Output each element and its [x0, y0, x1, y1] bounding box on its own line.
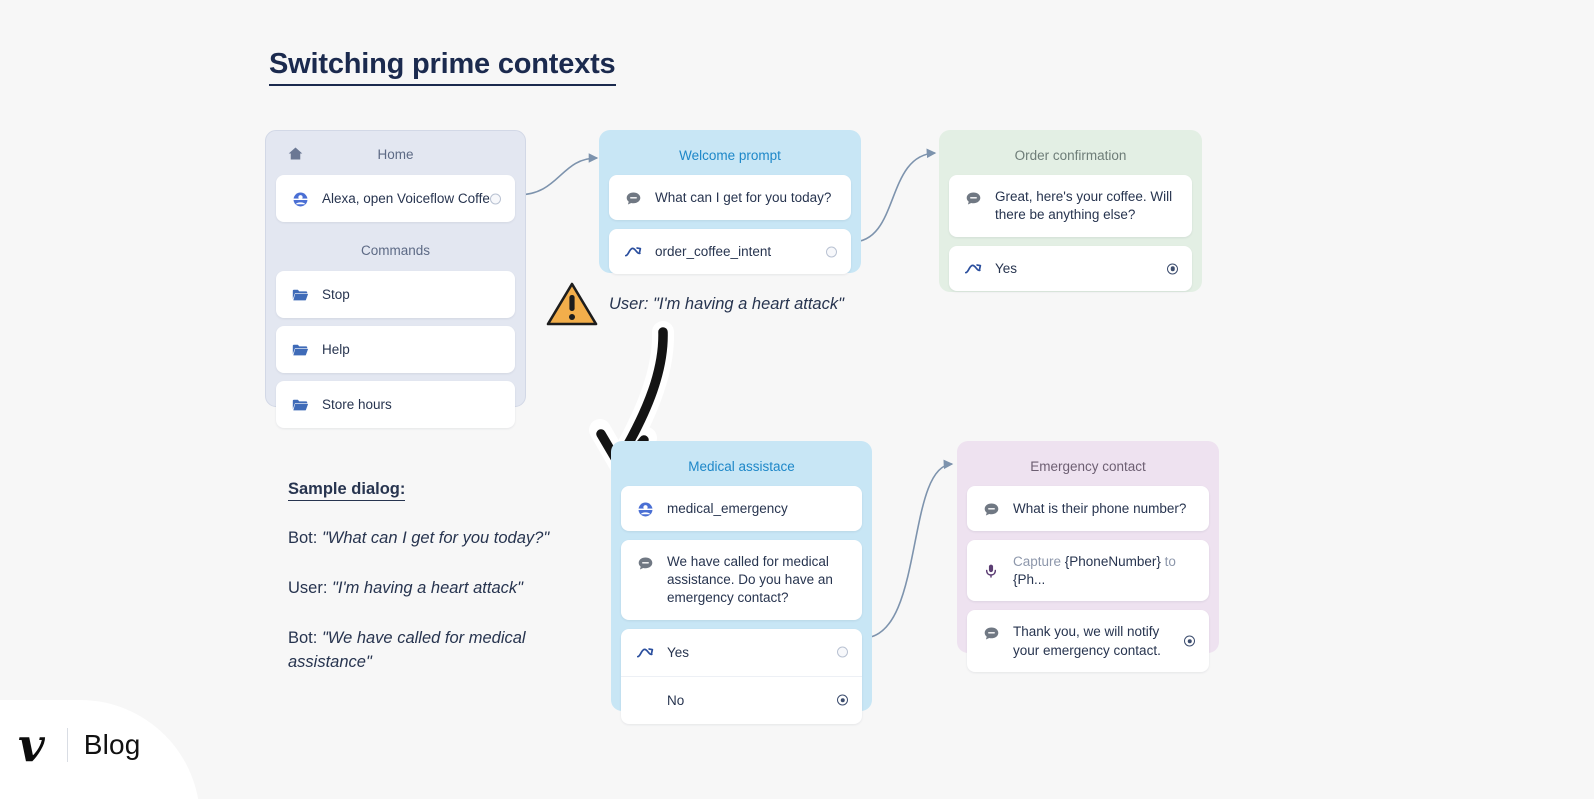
- dialog-quote: "I'm having a heart attack": [332, 578, 523, 597]
- capture-mid: to: [1160, 554, 1176, 569]
- choice-row-no[interactable]: No: [621, 675, 862, 724]
- wire-home-to-welcome: [516, 153, 599, 196]
- prime-context-label: Alexa, open Voiceflow Coffee: [322, 190, 498, 206]
- capture-prefix: Capture: [1013, 554, 1065, 569]
- speech-bubble-icon: [623, 188, 643, 208]
- speech-bubble-icon: [963, 188, 983, 208]
- intent-row[interactable]: order_coffee_intent: [609, 229, 851, 274]
- choice-row-yes[interactable]: Yes: [621, 629, 862, 676]
- port-filled[interactable]: [1184, 635, 1195, 647]
- welcome-prompt-title: Welcome prompt: [679, 148, 781, 163]
- capture-label: Capture {PhoneNumber} to {Ph...: [1013, 552, 1195, 589]
- intent-trigger-label: medical_emergency: [667, 500, 788, 516]
- dialog-speaker: User:: [288, 578, 333, 597]
- page-title: Switching prime contexts: [269, 48, 616, 86]
- speak-label: What is their phone number?: [1013, 500, 1187, 516]
- dialog-line: User: "I'm having a heart attack": [288, 577, 550, 601]
- command-label: Store hours: [322, 396, 392, 412]
- home-card[interactable]: Home Alexa, open Voiceflow Coffee Comman…: [265, 130, 526, 428]
- dialog-line: Bot: "What can I get for you today?": [288, 527, 550, 551]
- logo-divider: [66, 728, 68, 762]
- choice-label: Yes: [667, 644, 690, 660]
- speak-label: Thank you, we will notify your emergency…: [1013, 624, 1161, 658]
- dialog-quote: "We have called for medical assistance": [288, 628, 526, 671]
- emergency-contact-title: Emergency contact: [1030, 459, 1146, 474]
- user-intent-icon: [635, 499, 655, 519]
- commands-section-label: Commands: [360, 243, 431, 258]
- warning-triangle-icon: [546, 282, 598, 326]
- choice-group: Yes No: [621, 628, 862, 724]
- command-row-help[interactable]: Help: [276, 326, 515, 373]
- speak-label: Great, here's your coffee. Will there be…: [995, 189, 1173, 223]
- dialog-speaker: Bot:: [288, 529, 322, 547]
- command-label: Stop: [322, 286, 350, 302]
- speak-row[interactable]: What can I get for you today?: [609, 175, 851, 220]
- speech-bubble-icon: [981, 623, 1001, 643]
- command-row-stop[interactable]: Stop: [276, 271, 515, 318]
- spacer-icon: [635, 691, 655, 711]
- order-confirmation-title: Order confirmation: [1014, 148, 1127, 163]
- welcome-prompt-card[interactable]: Welcome prompt What can I get for you to…: [599, 130, 861, 274]
- home-card-header: Home: [273, 138, 518, 175]
- warning-annotation: User: "I'm having a heart attack": [546, 281, 844, 327]
- medical-assistance-title: Medical assistace: [688, 459, 795, 474]
- speak-row[interactable]: We have called for medical assistance. D…: [621, 540, 862, 620]
- port-filled[interactable]: [1167, 263, 1178, 274]
- emergency-contact-card[interactable]: Emergency contact What is their phone nu…: [957, 441, 1219, 672]
- speak-label: What can I get for you today?: [655, 189, 832, 205]
- microphone-icon: [981, 561, 1001, 581]
- speak-label: We have called for medical assistance. D…: [667, 554, 833, 606]
- intent-row[interactable]: Yes: [949, 246, 1192, 291]
- folder-icon: [290, 395, 310, 415]
- prime-context-row[interactable]: Alexa, open Voiceflow Coffee: [276, 175, 515, 222]
- speak-row[interactable]: What is their phone number?: [967, 486, 1209, 531]
- capture-variable-2: {Ph...: [1013, 572, 1046, 588]
- port-empty[interactable]: [826, 246, 837, 257]
- user-intent-icon: [290, 189, 310, 209]
- dialog-line: Bot: "We have called for medical assista…: [288, 627, 550, 675]
- speech-bubble-icon: [635, 553, 655, 573]
- wire-welcome-to-order: [851, 148, 937, 243]
- intent-label: Yes: [995, 260, 1018, 276]
- voiceflow-logo-icon[interactable]: v: [18, 718, 45, 772]
- blog-label: Blog: [83, 729, 141, 760]
- intent-branch-icon: [635, 643, 655, 663]
- intent-branch-icon: [963, 259, 983, 279]
- command-row-store-hours[interactable]: Store hours: [276, 381, 515, 428]
- medical-assistance-card[interactable]: Medical assistace medical_emergency We h…: [611, 441, 872, 724]
- sample-dialog: Sample dialog: Bot: "What can I get for …: [288, 480, 550, 675]
- capture-variable-1: {PhoneNumber}: [1064, 554, 1161, 569]
- capture-row[interactable]: Capture {PhoneNumber} to {Ph...: [967, 540, 1209, 602]
- speak-row[interactable]: Thank you, we will notify your emergency…: [967, 610, 1209, 672]
- folder-icon: [290, 285, 310, 305]
- folder-icon: [290, 340, 310, 360]
- order-confirmation-card[interactable]: Order confirmation Great, here's your co…: [939, 130, 1202, 292]
- dialog-speaker: Bot:: [288, 628, 322, 647]
- warning-text: User: "I'm having a heart attack": [609, 294, 844, 313]
- blog-footer-badge[interactable]: v Blog: [0, 700, 200, 799]
- port-empty[interactable]: [837, 646, 848, 658]
- command-label: Help: [322, 341, 350, 357]
- home-icon: [287, 145, 304, 167]
- intent-label: order_coffee_intent: [655, 243, 772, 259]
- dialog-quote: "What can I get for you today?": [321, 529, 550, 547]
- speak-row[interactable]: Great, here's your coffee. Will there be…: [949, 175, 1192, 237]
- port-filled[interactable]: [837, 694, 848, 706]
- sample-dialog-heading: Sample dialog:: [288, 480, 406, 501]
- port-empty[interactable]: [490, 193, 501, 204]
- intent-trigger-row[interactable]: medical_emergency: [621, 486, 862, 531]
- choice-label: No: [667, 692, 685, 708]
- wire-medical-to-emergency: [862, 459, 954, 639]
- intent-branch-icon: [623, 242, 643, 262]
- home-card-title: Home: [377, 147, 414, 162]
- speech-bubble-icon: [981, 499, 1001, 519]
